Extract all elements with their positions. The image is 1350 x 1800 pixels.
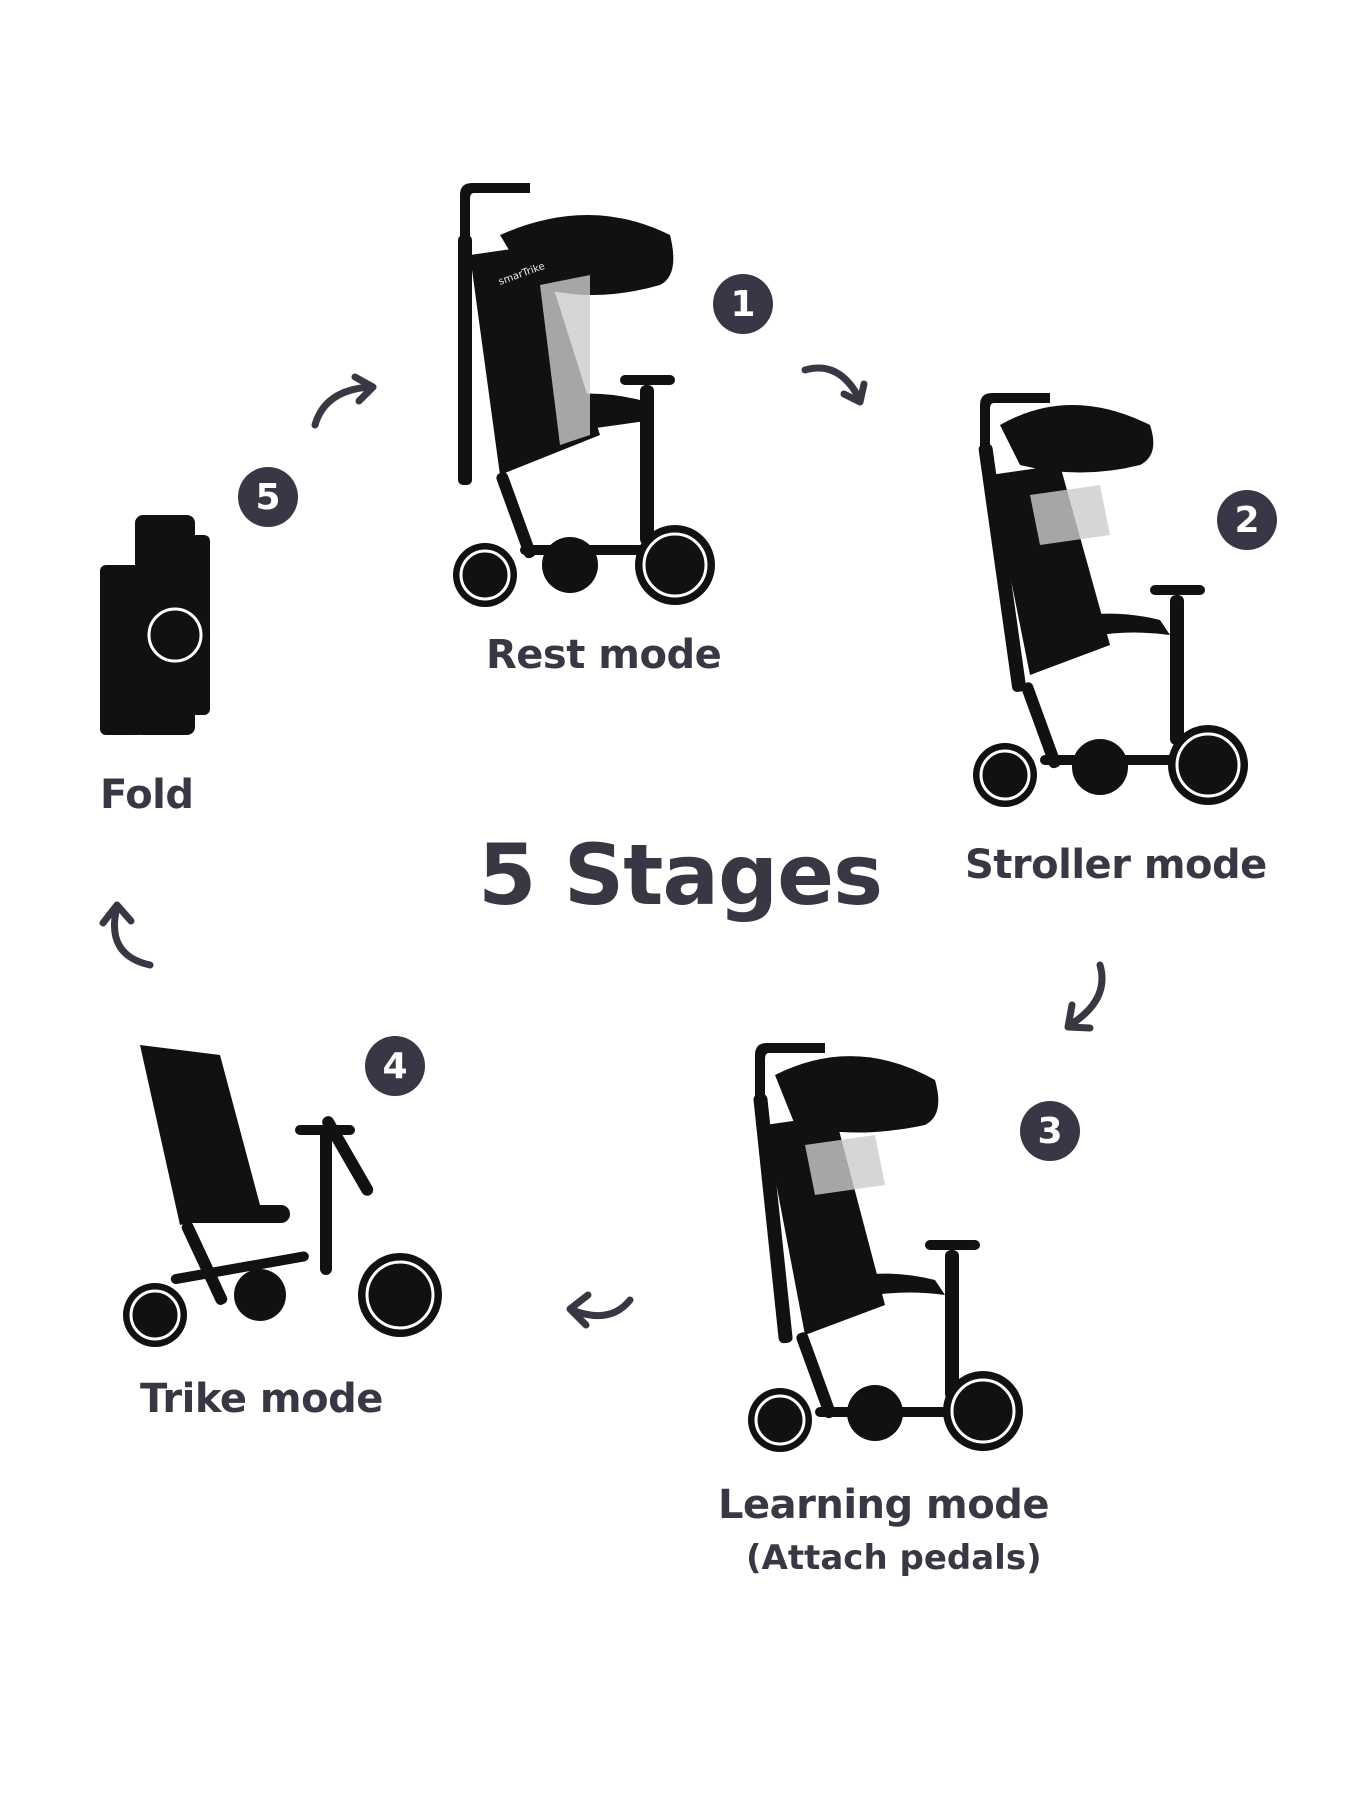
stage-1-number-badge: 1 xyxy=(713,274,773,334)
stage-4-number-badge: 4 xyxy=(365,1036,425,1096)
stage-3-sublabel: (Attach pedals) xyxy=(746,1538,1042,1578)
learning-mode-stroller-image xyxy=(748,1043,1023,1452)
stage-5-label: Fold xyxy=(100,772,194,818)
stage-2-number-badge: 2 xyxy=(1217,490,1277,550)
curved-arrow-icon xyxy=(566,1291,634,1329)
page-title: 5 Stages xyxy=(478,826,883,924)
stage-4-label: Trike mode xyxy=(140,1376,383,1422)
stage-3-number-badge: 3 xyxy=(1020,1101,1080,1161)
curved-arrow-icon xyxy=(801,364,868,406)
folded-stroller-image xyxy=(100,515,210,735)
curved-arrow-icon xyxy=(99,901,154,969)
rest-mode-stroller-image: smarTrike xyxy=(453,183,715,607)
stage-3-label: Learning mode xyxy=(718,1482,1049,1528)
stage-5-number-badge: 5 xyxy=(238,467,298,527)
trike-mode-image xyxy=(123,1045,442,1347)
curved-arrow-icon xyxy=(1064,961,1106,1032)
stage-1-label: Rest mode xyxy=(486,632,722,678)
stage-2-label: Stroller mode xyxy=(965,842,1267,888)
curved-arrow-icon xyxy=(311,373,377,429)
stroller-mode-stroller-image xyxy=(973,393,1248,807)
